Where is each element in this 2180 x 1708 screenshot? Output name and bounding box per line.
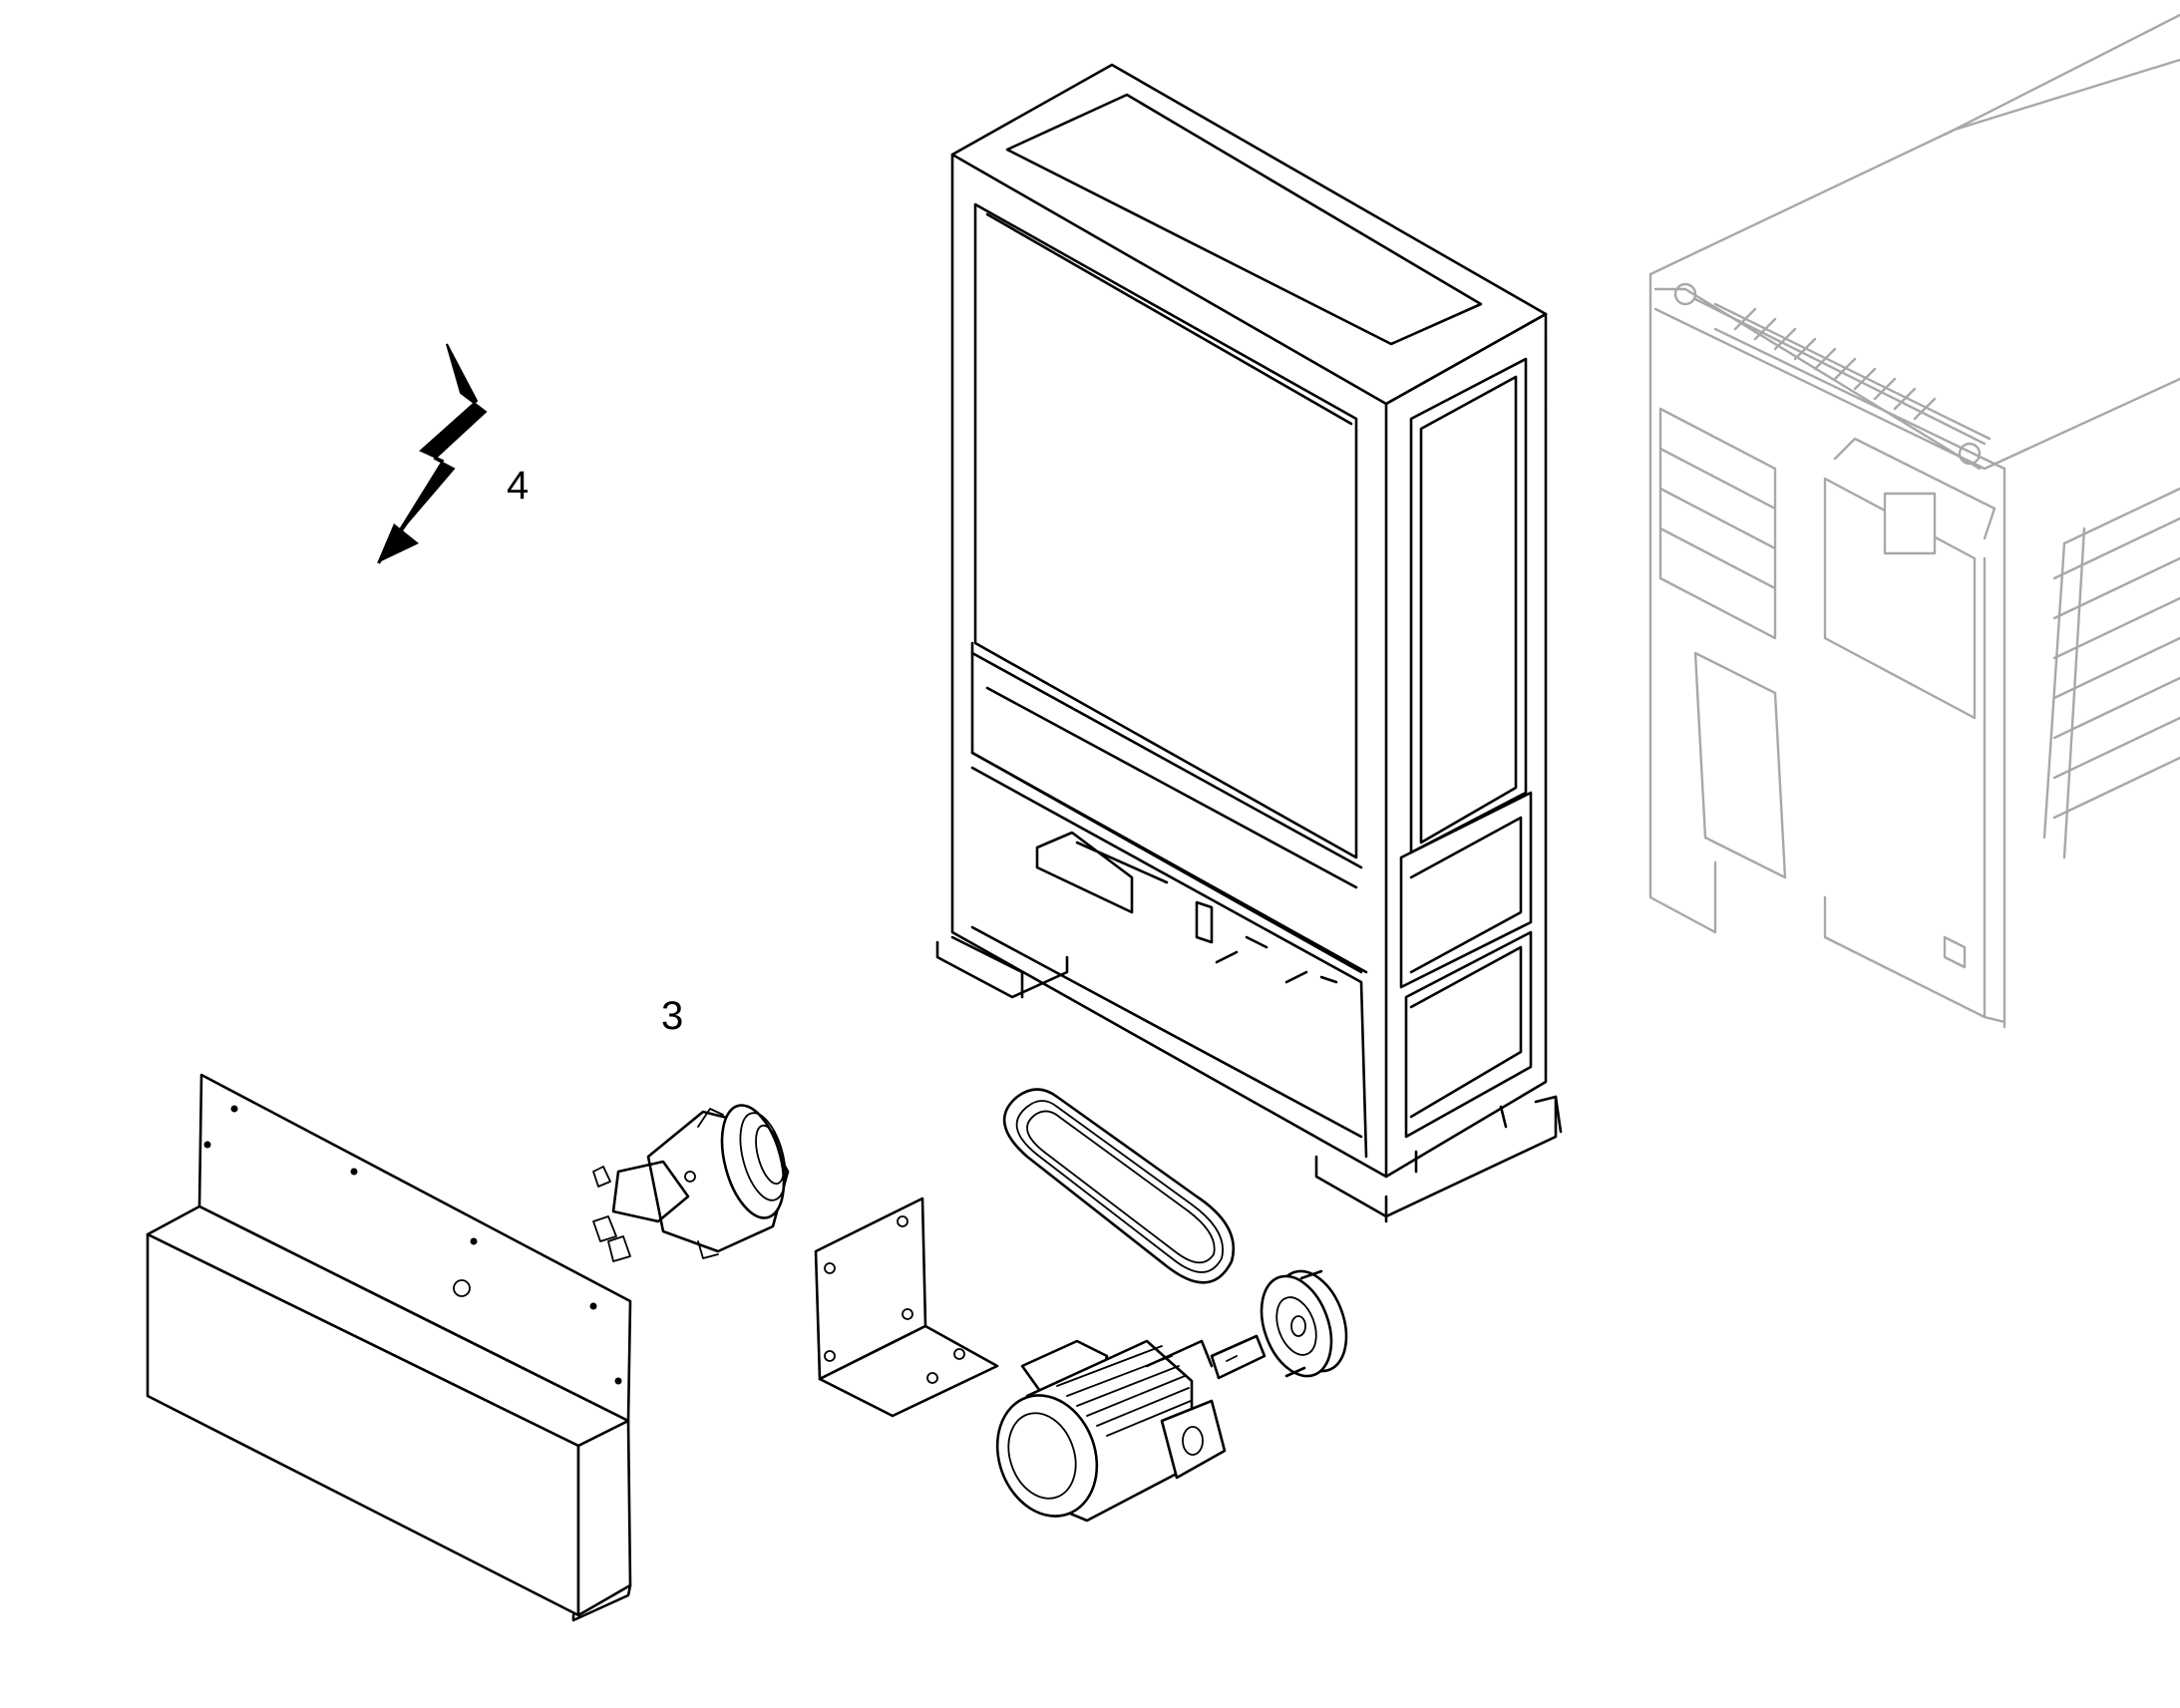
pulley (1260, 1269, 1348, 1378)
mounting-bracket (814, 1196, 999, 1418)
electric-motor (995, 1334, 1267, 1523)
louver-panel-left (1658, 407, 1777, 640)
callout-3: 3 (661, 994, 683, 1038)
motor-cooling-fins (1056, 1345, 1192, 1437)
louver-grille-top (1733, 307, 1937, 421)
container-unit-background (1648, 13, 2180, 1029)
cabinet-frame (935, 63, 1563, 1223)
v-belt (1002, 1088, 1236, 1284)
louver-panel-right (2042, 487, 2180, 859)
lightning-bolt-icon (377, 343, 488, 564)
cover-panel (146, 1073, 632, 1622)
callout-4: 4 (507, 464, 529, 508)
compressor (592, 1104, 790, 1262)
unit-box (1883, 492, 1937, 555)
